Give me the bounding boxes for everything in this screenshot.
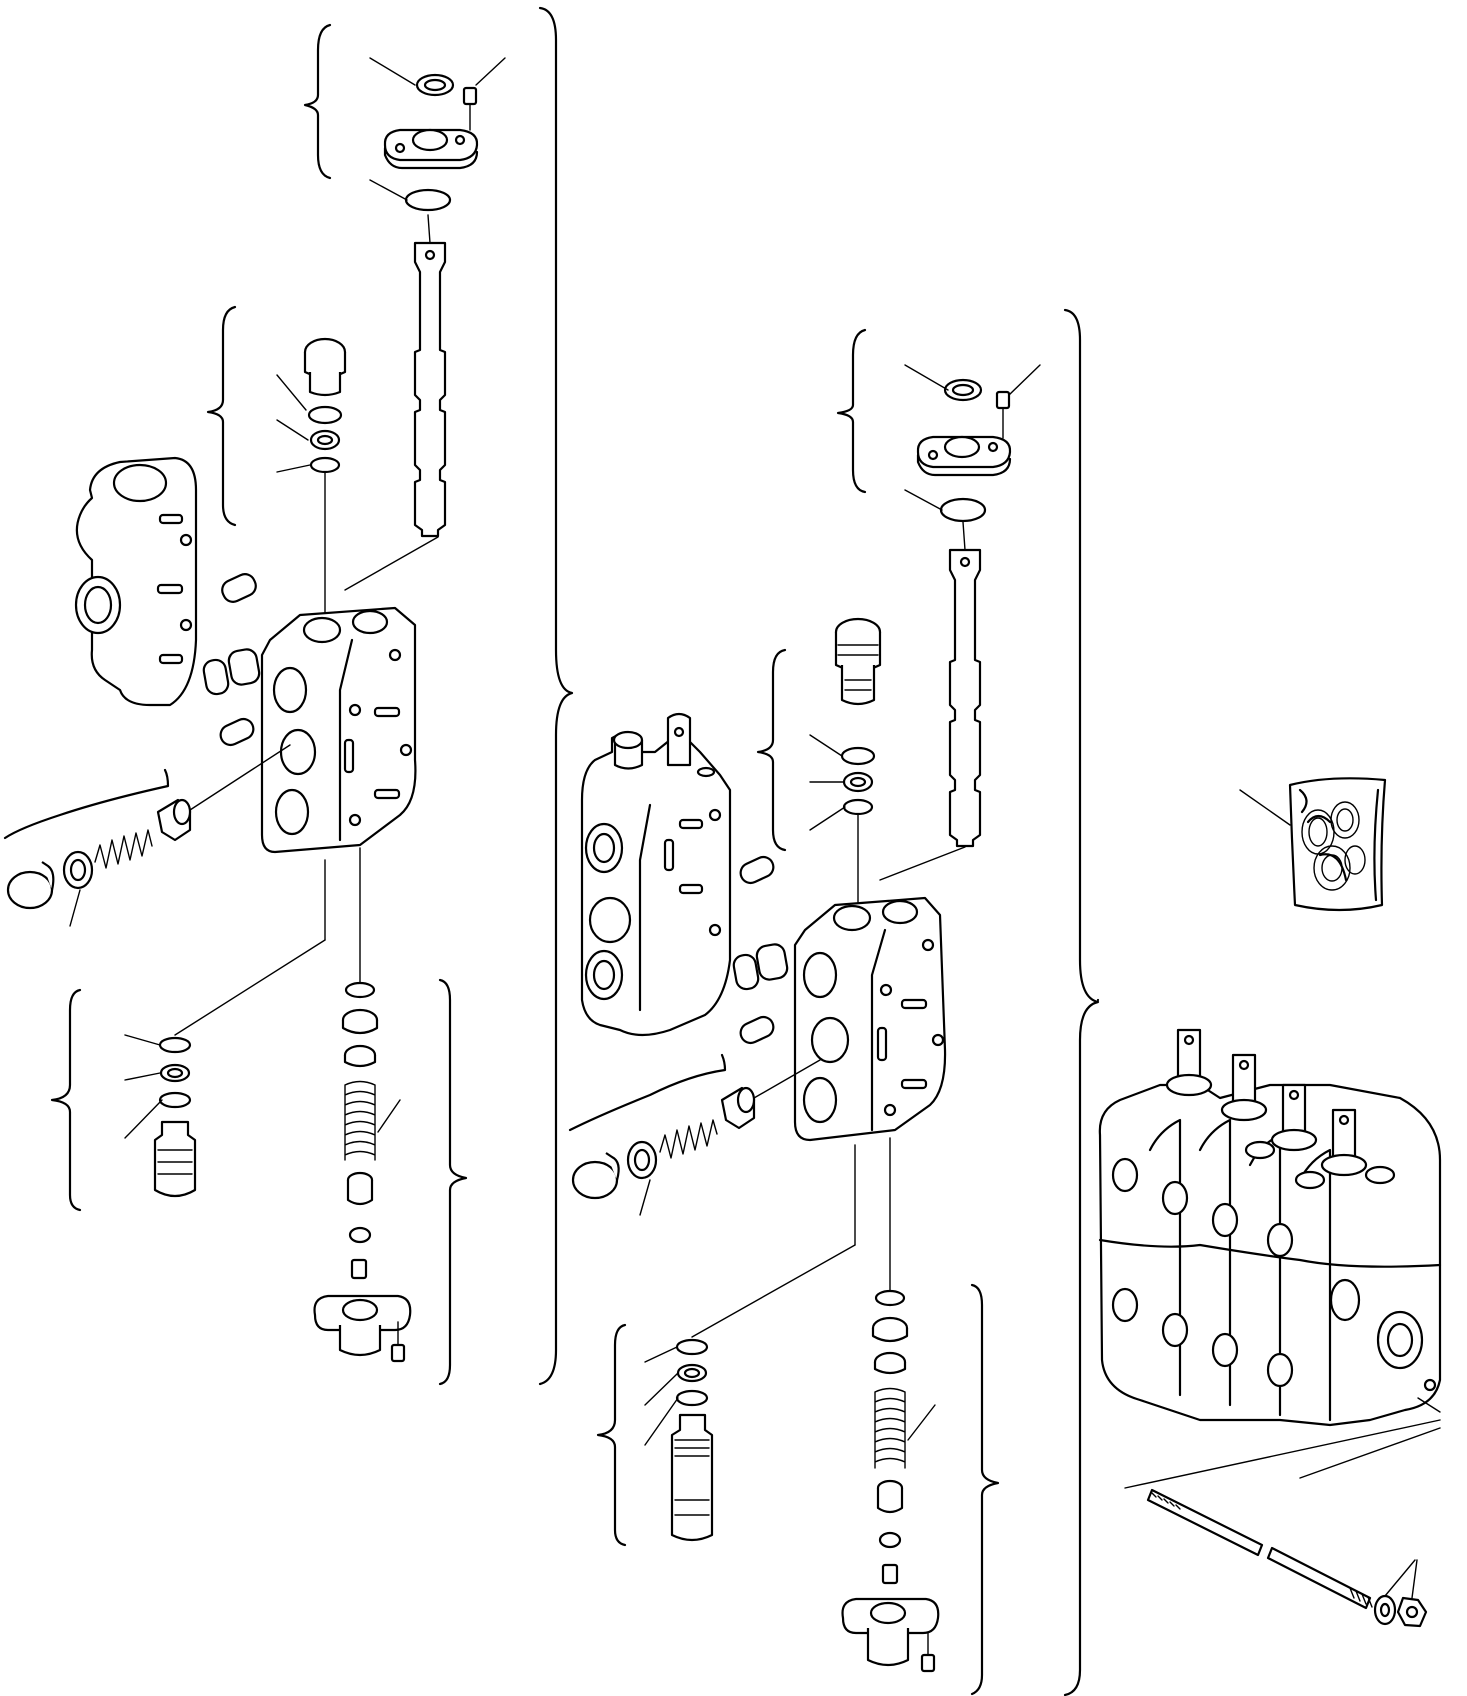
check-plug (6, 850, 94, 910)
seal-ring (943, 378, 983, 402)
nut (1396, 1596, 1428, 1628)
check-poppet (720, 1086, 756, 1130)
brace-lower-relief-a (50, 988, 82, 1212)
control-valve-assembly (1096, 998, 1442, 1427)
return-spring-a (344, 1080, 376, 1161)
check-poppet (156, 798, 192, 842)
brace-top-cap-b (836, 328, 867, 494)
end-cover-b (580, 712, 732, 1037)
group-brace-a (538, 6, 574, 1386)
spring-cap (346, 1171, 374, 1206)
main-spool (948, 521, 982, 848)
lever (1270, 1083, 1318, 1152)
valve-body-b (793, 846, 966, 1142)
check-plug (571, 1140, 658, 1200)
spring-seat (873, 1351, 907, 1375)
brace-top-cap-a (303, 23, 332, 180)
spool-cap-a (313, 1294, 412, 1357)
seal-kit-bag (1239, 777, 1387, 912)
o-ring (939, 497, 987, 523)
brace-check-a (3, 768, 170, 840)
brace-spring-b (970, 1283, 1000, 1696)
valve-section-b (568, 308, 1100, 1696)
brace-check-b (568, 1053, 727, 1132)
lever (1165, 1028, 1213, 1097)
check-spring (94, 829, 153, 869)
group-brace-b (1063, 308, 1100, 1696)
backup-ring (842, 771, 874, 793)
brace-spring-a (438, 978, 468, 1386)
spring-seat (343, 1044, 377, 1068)
seal-ring (415, 73, 455, 97)
relief-plug (303, 337, 347, 397)
relief-cartridge (670, 1413, 714, 1542)
cap-screw (462, 86, 478, 131)
brace-relief-a (206, 305, 237, 527)
backup-ring (309, 429, 341, 451)
spool-cap-b (841, 1597, 940, 1667)
relief-plug (834, 617, 882, 706)
valve-body-a (260, 536, 439, 854)
end-cover-a (74, 456, 198, 707)
relief-cartridge (153, 1120, 197, 1198)
lever (1220, 1053, 1268, 1122)
return-spring-b (874, 1387, 906, 1469)
cover-flange (383, 128, 479, 170)
lever (1320, 1108, 1368, 1177)
check-spring (659, 1119, 718, 1159)
washer (1373, 1594, 1397, 1626)
spring-seat (341, 1008, 379, 1035)
spring-cap (876, 1479, 904, 1514)
main-spool (413, 214, 447, 538)
gasket (221, 573, 257, 603)
spring-seat (871, 1316, 909, 1343)
cover-flange (916, 435, 1012, 477)
o-ring (404, 188, 452, 212)
brace-lower-relief-b (596, 1323, 627, 1547)
brace-relief-b (756, 648, 787, 852)
valve-section-a (3, 6, 574, 1386)
cap-screw (995, 390, 1011, 439)
tie-rod (1124, 1419, 1441, 1628)
